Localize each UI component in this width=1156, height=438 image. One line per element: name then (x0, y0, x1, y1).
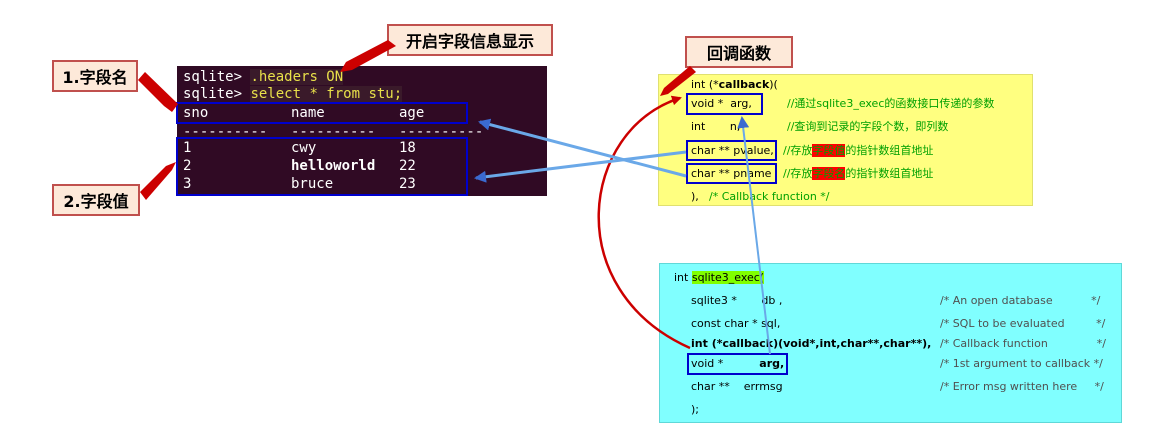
exec-line-close: ); (691, 403, 699, 416)
exec-comment-sql: /* SQL to be evaluated */ (940, 317, 1106, 330)
callback-arg-highlight-box (686, 93, 763, 115)
callback-comment-arg: //通过sqlite3_exec的函数接口传递的参数 (787, 97, 995, 110)
callback-comment-close: /* Callback function */ (709, 190, 830, 203)
callback-comment-n: //查询到记录的字段个数，即列数 (787, 120, 949, 133)
field-names-highlight-box (176, 102, 468, 124)
exec-line-signature: int sqlite3_exec( (674, 271, 765, 284)
terminal-line-select: sqlite> select * from stu; (183, 86, 403, 102)
callback-comment-pvalue: //存放字段值的指针数组首地址 (783, 144, 934, 157)
pvalue-to-values-arrow (474, 150, 687, 183)
exec-line-errmsg: char ** errmsg (691, 380, 783, 393)
exec-comment-db: /* An open database */ (940, 294, 1101, 307)
callback-link-curve (597, 95, 691, 350)
exec-line-callback: int (*callback)(void*,int,char**,char**)… (691, 337, 932, 350)
callout-header-display: 开启字段信息显示 (387, 24, 553, 56)
callback-pname-highlight-box (686, 163, 777, 184)
exec-arg-highlight-box (687, 353, 788, 375)
callout-callback-function: 回调函数 (685, 36, 793, 68)
callout-arrow-callback-function (660, 66, 696, 96)
exec-line-sql: const char * sql, (691, 317, 781, 330)
callout-field-values: 2.字段值 (52, 184, 140, 216)
callback-pvalue-highlight-box (686, 140, 777, 161)
exec-comment-callback: /* Callback function */ (940, 337, 1106, 350)
exec-comment-arg: /* 1st argument to callback */ (940, 357, 1103, 370)
callout-arrow-header-display (340, 40, 396, 72)
exec-line-arg: void *arg, (691, 357, 785, 370)
arg-passthrough-arrow (737, 116, 771, 355)
field-values-highlight-box (176, 137, 468, 196)
callback-comment-pname: //存放字段名的指针数组首地址 (783, 167, 934, 180)
callback-line-n: int n, (691, 120, 741, 133)
callout-arrow-field-names (138, 72, 178, 112)
callback-line-close: ), (691, 190, 699, 203)
pname-to-header-arrow (478, 118, 687, 178)
sqlite3-exec-prototype-panel: int sqlite3_exec( sqlite3 * db , /* An o… (659, 263, 1122, 423)
callback-line-signature: int (*callback)( (691, 78, 778, 91)
callback-line-pname: char ** pname (691, 167, 772, 180)
terminal-line-headers: sqlite> .headers ON (183, 69, 344, 85)
callout-arrow-field-values (140, 162, 176, 200)
callout-field-names: 1.字段名 (52, 60, 138, 92)
exec-comment-errmsg: /* Error msg written here */ (940, 380, 1104, 393)
callback-line-pvalue: char ** pvalue, (691, 144, 774, 157)
callback-line-arg: void * arg, (691, 97, 752, 110)
